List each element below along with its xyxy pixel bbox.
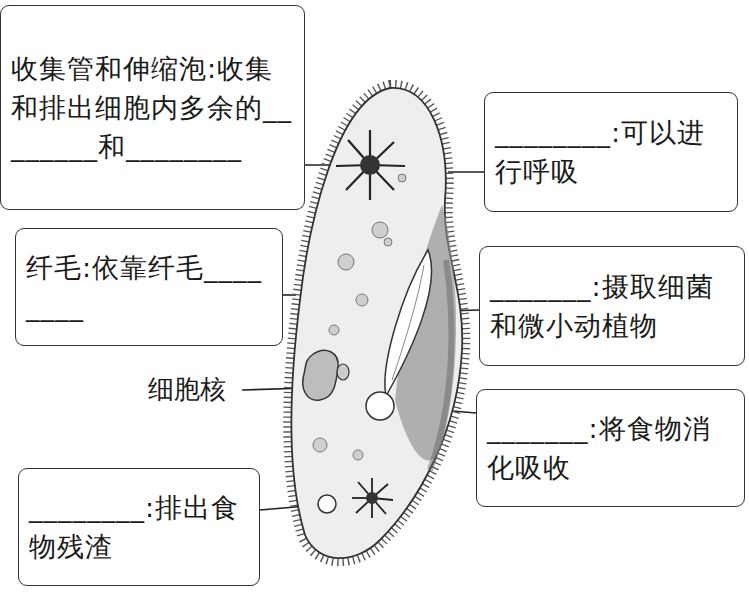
callout-text: 收集管和伸缩泡:收集和排出细胞内多余的________和________ [11, 49, 294, 166]
callout-box: ________:可以进行呼吸 [484, 92, 738, 212]
callout-text: ________:可以进行呼吸 [495, 113, 727, 191]
part-label: 细胞核 [146, 374, 228, 405]
callout-box: 收集管和伸缩泡:收集和排出细胞内多余的________和________ [0, 5, 305, 210]
callout-box: _______:将食物消化吸收 [476, 389, 745, 507]
callout-text: _______:摄取细菌和微小动植物 [490, 267, 734, 345]
callout-box: ________:排出食物残渣 [18, 468, 260, 586]
callout-text: 纤毛:依靠纤毛________ [26, 248, 272, 326]
callout-text: ________:排出食物残渣 [29, 488, 249, 566]
callout-box: _______:摄取细菌和微小动植物 [479, 246, 745, 366]
callout-text: _______:将食物消化吸收 [487, 409, 734, 487]
callout-box: 纤毛:依靠纤毛________ [15, 228, 283, 346]
